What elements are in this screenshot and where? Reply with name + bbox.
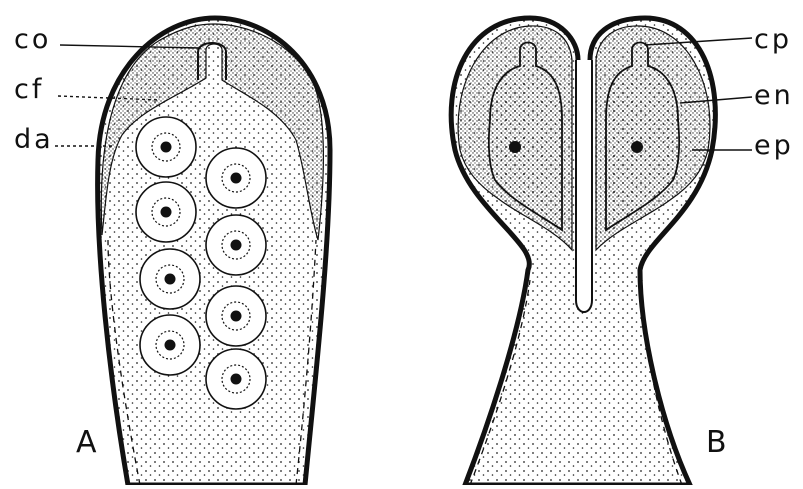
cell-nucleus bbox=[165, 274, 176, 285]
label-ep: ep bbox=[754, 132, 794, 159]
cell bbox=[136, 117, 196, 177]
cell-nucleus bbox=[165, 340, 176, 351]
panel-label-a: A bbox=[76, 428, 97, 458]
cell-nucleus bbox=[161, 207, 172, 218]
cell bbox=[206, 349, 266, 409]
label-co: co bbox=[14, 26, 51, 53]
label-cf: cf bbox=[14, 76, 44, 103]
cell bbox=[136, 182, 196, 242]
cell bbox=[206, 148, 266, 208]
cell-nucleus bbox=[161, 142, 172, 153]
panel-label-b: B bbox=[706, 428, 727, 458]
panel-a-drawing bbox=[98, 18, 330, 485]
cell-nucleus bbox=[231, 240, 242, 251]
panel-b-nucleus-left bbox=[509, 141, 521, 153]
label-en: en bbox=[754, 82, 794, 109]
cell bbox=[140, 315, 200, 375]
panel-b-drawing bbox=[451, 18, 715, 485]
panel-b-nucleus-right bbox=[631, 141, 643, 153]
label-cp: cp bbox=[754, 26, 792, 53]
panel-b-cleft bbox=[576, 60, 592, 312]
cell bbox=[206, 215, 266, 275]
cell-nucleus bbox=[231, 311, 242, 322]
cell-nucleus bbox=[231, 374, 242, 385]
cell bbox=[140, 249, 200, 309]
cell bbox=[206, 286, 266, 346]
label-da: da bbox=[14, 126, 54, 153]
cell-nucleus bbox=[231, 173, 242, 184]
